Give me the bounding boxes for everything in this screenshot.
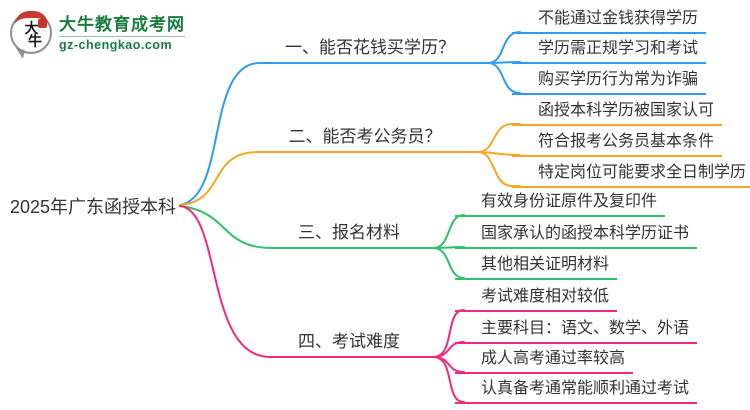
leaf-node: 主要科目：语文、数学、外语 <box>455 317 698 344</box>
leaf-node: 认真备考通常能顺利通过考试 <box>455 377 698 404</box>
leaf-node: 学历需正规学习和考试 <box>512 37 707 64</box>
branch-label-1: 一、能否花钱买学历？ <box>285 38 455 57</box>
root-node: 2025年广东函授本科 <box>10 197 177 217</box>
brand-icon-char-1: 大 <box>24 20 39 36</box>
site-logo: 大 牛 大牛教育成考网 gz-chengkao.com <box>10 11 185 54</box>
leaf-node: 函授本科学历被国家认可 <box>512 99 723 126</box>
leaf-node: 成人高考通过率较高 <box>455 347 634 374</box>
logo-divider <box>59 35 185 37</box>
branch-label-2: 二、能否考公务员？ <box>288 127 442 146</box>
branch-label-3: 三、报名材料 <box>298 223 400 242</box>
site-name: 大牛教育成考网 <box>59 14 185 34</box>
leaf-node: 有效身份证原件及复印件 <box>455 190 666 217</box>
leaf-node: 购买学历行为常为诈骗 <box>512 68 707 95</box>
leaf-node: 其他相关证明材料 <box>455 253 618 280</box>
site-domain: gz-chengkao.com <box>59 37 173 52</box>
branch-label-4: 四、考试难度 <box>298 332 400 351</box>
leaf-node: 国家承认的函授本科学历证书 <box>455 222 698 249</box>
leaf-node: 考试难度相对较低 <box>455 285 618 312</box>
brand-seal-icon <box>38 19 47 28</box>
brand-icon: 大 牛 <box>10 11 52 54</box>
brand-icon-red-arc <box>15 11 48 25</box>
logo-text-block: 大牛教育成考网 gz-chengkao.com <box>59 15 185 52</box>
leaf-node: 符合报考公务员基本条件 <box>512 130 723 157</box>
brand-icon-char-2: 牛 <box>28 33 42 49</box>
leaf-node: 特定岗位可能要求全日制学历 <box>512 161 750 188</box>
leaf-node: 不能通过金钱获得学历 <box>512 7 707 34</box>
brand-icon-text: 大 牛 <box>12 21 50 48</box>
